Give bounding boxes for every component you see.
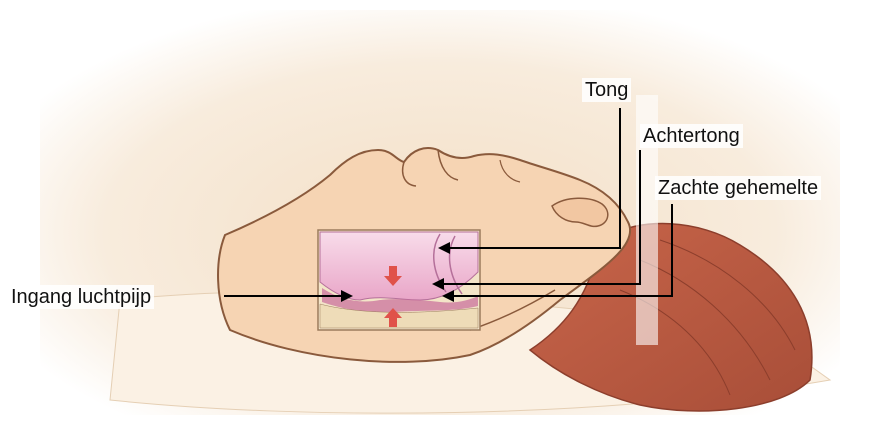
label-achtertong: Achtertong [640, 124, 743, 148]
label-zachte-gehemelte: Zachte gehemelte [655, 176, 821, 200]
label-ingang-luchtpijp: Ingang luchtpijp [8, 285, 154, 309]
airway-inset [318, 230, 480, 330]
tongue-mass [320, 232, 478, 300]
label-tong: Tong [582, 78, 631, 102]
